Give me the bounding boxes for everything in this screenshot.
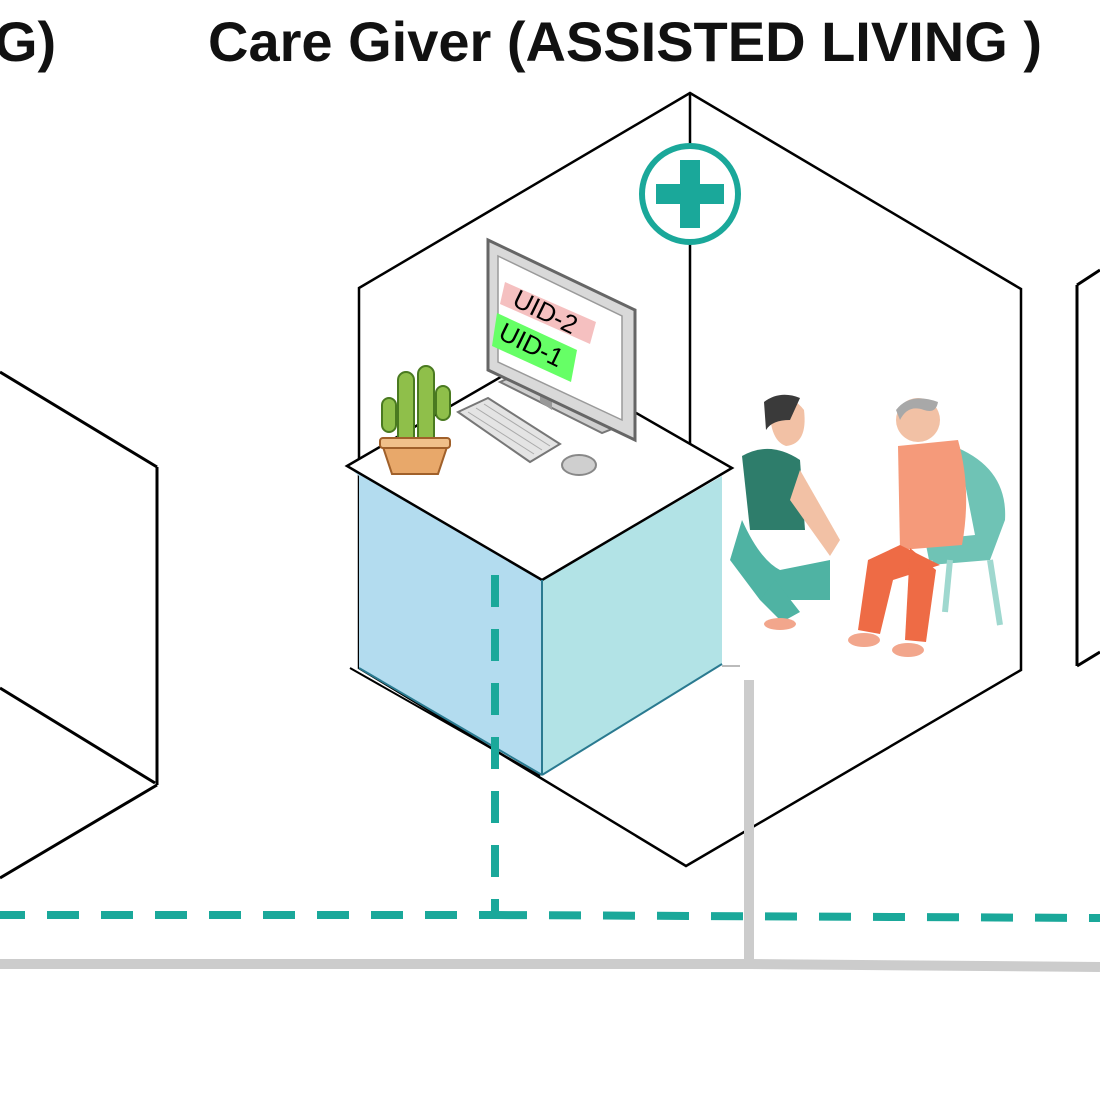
page-title: Care Giver (ASSISTED LIVING ) [208,10,1042,73]
caregiver-with-resident-icon [730,394,1006,657]
keyboard-icon [456,396,562,464]
mouse-icon [561,454,597,476]
right-room [1075,268,1100,668]
left-room [0,370,159,880]
cactus-plant-icon [379,365,451,475]
medical-cross-icon [639,143,741,245]
computer-monitor-icon: UID-2 UID-1 [486,237,637,443]
solid-network-line [0,959,1100,972]
room-outline [357,91,1023,868]
left-room-title-fragment: G) [0,10,57,73]
dashed-network-line-right [494,911,1100,922]
network-lines [0,575,1100,972]
